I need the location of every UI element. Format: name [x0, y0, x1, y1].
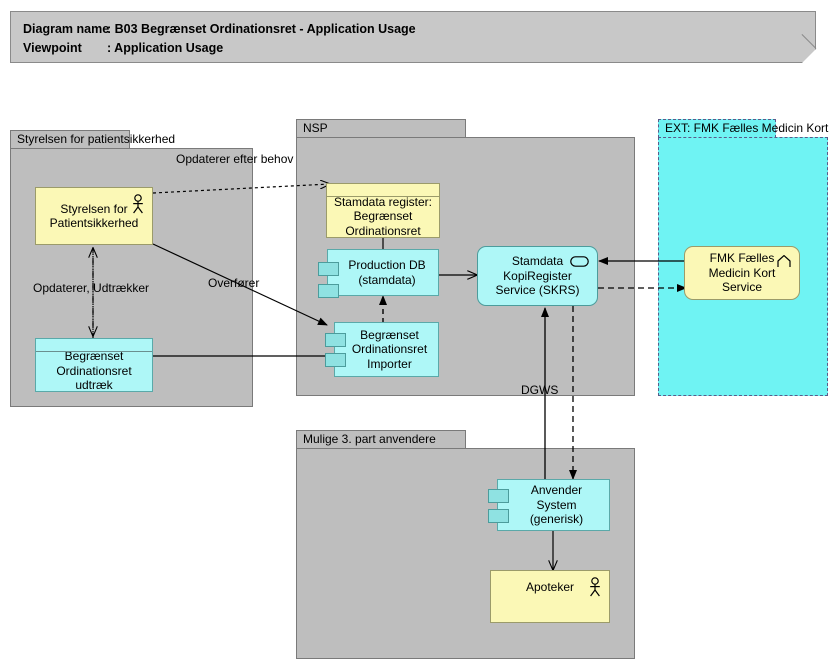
node-anvender-system[interactable]: Anvender System (generisk) — [488, 479, 610, 531]
chevron-up-icon — [777, 255, 791, 267]
node-begraenset-ordinationsret-importer[interactable]: Begrænset Ordinationsret Importer — [325, 322, 439, 377]
group-nsp-title: NSP — [296, 119, 466, 138]
node-apoteker-label: Apoteker — [525, 580, 575, 594]
diagram-name-label: Diagram name — [23, 22, 110, 36]
actor-icon — [590, 577, 600, 597]
node-udtraek-label: Begrænset Ordinationsret udtræk — [56, 349, 132, 393]
node-fmk-faelles-medicin-kort-service[interactable]: FMK Fælles Medicin Kort Service — [684, 246, 800, 300]
node-styrelsen-for-patientsikkerhed[interactable]: Styrelsen for Patientsikkerhed — [35, 187, 153, 245]
node-fmk-service-label: FMK Fælles Medicin Kort Service — [708, 251, 776, 295]
diagram-name-row: Diagram name: B03 Begrænset Ordinationsr… — [23, 22, 416, 36]
diagram-header-banner: Diagram name: B03 Begrænset Ordinationsr… — [10, 11, 817, 63]
component-port-icon — [325, 333, 346, 347]
edge-label-dgws: DGWS — [521, 383, 559, 397]
node-apoteker[interactable]: Apoteker — [490, 570, 610, 623]
viewpoint-row: Viewpoint : Application Usage — [23, 41, 223, 55]
node-stamdata-register-label: Stamdata register: Begrænset Ordinations… — [333, 194, 433, 238]
node-anvender-system-label: Anvender System (generisk) — [529, 483, 584, 527]
node-stamdata-kopiregister-service[interactable]: Stamdata KopiRegister Service (SKRS) — [477, 246, 598, 306]
actor-icon — [133, 194, 143, 214]
group-mulige-3-part-anvendere: Mulige 3. part anvendere — [296, 430, 635, 659]
diagram-name-value: : B03 Begrænset Ordinationsret - Applica… — [107, 22, 416, 36]
component-port-icon — [325, 353, 346, 367]
artifact-header-strip — [36, 339, 152, 352]
node-begraenset-ordinationsret-udtraek[interactable]: Begrænset Ordinationsret udtræk — [35, 338, 153, 392]
edge-label-overfoerer: Overfører — [208, 276, 260, 290]
node-styrelsen-label: Styrelsen for Patientsikkerhed — [49, 201, 139, 231]
node-production-db-label: Production DB (stamdata) — [348, 258, 426, 287]
artifact-header-strip — [327, 184, 439, 197]
component-port-icon — [318, 262, 339, 276]
node-skrs-label: Stamdata KopiRegister Service (SKRS) — [495, 254, 580, 298]
component-port-icon — [488, 489, 509, 503]
viewpoint-label: Viewpoint — [23, 41, 82, 55]
node-stamdata-register[interactable]: Stamdata register: Begrænset Ordinations… — [326, 183, 440, 238]
node-importer-label: Begrænset Ordinationsret Importer — [351, 327, 428, 371]
node-production-db[interactable]: Production DB (stamdata) — [318, 249, 439, 298]
edge-label-opdaterer-udtraekker: Opdaterer, Udtrækker — [33, 281, 150, 295]
interface-oval-icon — [570, 256, 589, 267]
group-tredjepart-title: Mulige 3. part anvendere — [296, 430, 466, 449]
banner-fold-line — [801, 34, 817, 49]
edge-label-opdaterer-efter-behov: Opdaterer efter behov — [176, 152, 294, 166]
viewpoint-value: : Application Usage — [107, 41, 224, 55]
group-styrelsen-title: Styrelsen for patientsikkerhed — [10, 130, 175, 149]
banner-fold-corner — [802, 49, 816, 63]
group-ext-fmk-title: EXT: FMK Fælles Medicin Kort — [658, 119, 828, 138]
component-port-icon — [488, 509, 509, 523]
component-port-icon — [318, 284, 339, 298]
